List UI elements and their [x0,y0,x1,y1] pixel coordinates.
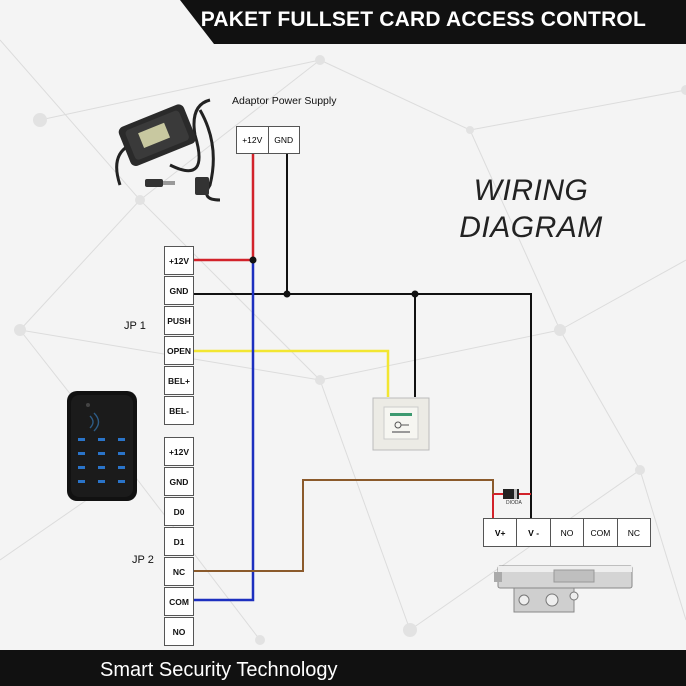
jp1-terminal-12v: +12V [164,246,194,275]
jp2-terminal-d1: D1 [164,527,194,556]
jp2-terminal-12v: +12V [164,437,194,466]
junction-dot [283,290,291,298]
lock-terminal-no: NO [551,519,585,546]
lock-terminal-nc: NC [627,527,640,538]
jp1-label: JP 1 [124,320,146,332]
exit-button-image [372,397,430,451]
junction-dot [249,256,257,264]
power-adapter-image [115,98,221,202]
jp2-label: JP 2 [132,554,154,566]
jp2-terminal-gnd: GND [164,467,194,496]
jp2-terminal-no: NO [164,617,194,646]
jp1-terminal-open: OPEN [164,336,194,365]
power-supply-terminal-block: +12V GND [236,126,300,154]
diode-label: DIODA [506,500,522,506]
psu-terminal-12v: +12V [237,127,269,153]
power-supply-title: Adaptor Power Supply [232,95,337,107]
card-reader-keypad-image [67,391,137,501]
wire-yellow-open [194,349,390,397]
jp1-terminal-push: PUSH [164,306,194,335]
lock-terminal-com: COM [584,519,618,546]
electric-bolt-lock-image [494,565,633,613]
jp1-terminal-bel-minus: BEL- [164,396,194,425]
wire-black-gnd-main [194,293,532,518]
junction-dot [411,290,419,298]
wire-red-12v [194,154,255,262]
lock-terminal-v-plus: V+ [484,519,518,546]
header-banner: PAKET FULLSET CARD ACCESS CONTROL [180,0,686,44]
footer-bar: Smart Security Technology [0,650,686,686]
lock-terminal-v-minus: V - [517,519,551,546]
jp2-terminal-d0: D0 [164,497,194,526]
wire-brown-nc [194,479,494,572]
diode-symbol [503,489,519,499]
lock-terminal-block: V+ V - NO COM NC [483,518,651,547]
wire-blue-com [194,260,255,602]
psu-terminal-gnd: GND [274,135,294,145]
jp1-terminal-gnd: GND [164,276,194,305]
footer-text: Smart Security Technology [100,659,338,681]
diagram-title: WIRING DIAGRAM [456,172,606,246]
diagram-title-line2: DIAGRAM [459,211,603,244]
jp2-terminal-nc: NC [164,557,194,586]
diagram-title-line1: WIRING [473,174,589,207]
header-title: PAKET FULLSET CARD ACCESS CONTROL [200,8,646,31]
jp2-terminal-com: COM [164,587,194,616]
jp1-terminal-bel-plus: BEL+ [164,366,194,395]
